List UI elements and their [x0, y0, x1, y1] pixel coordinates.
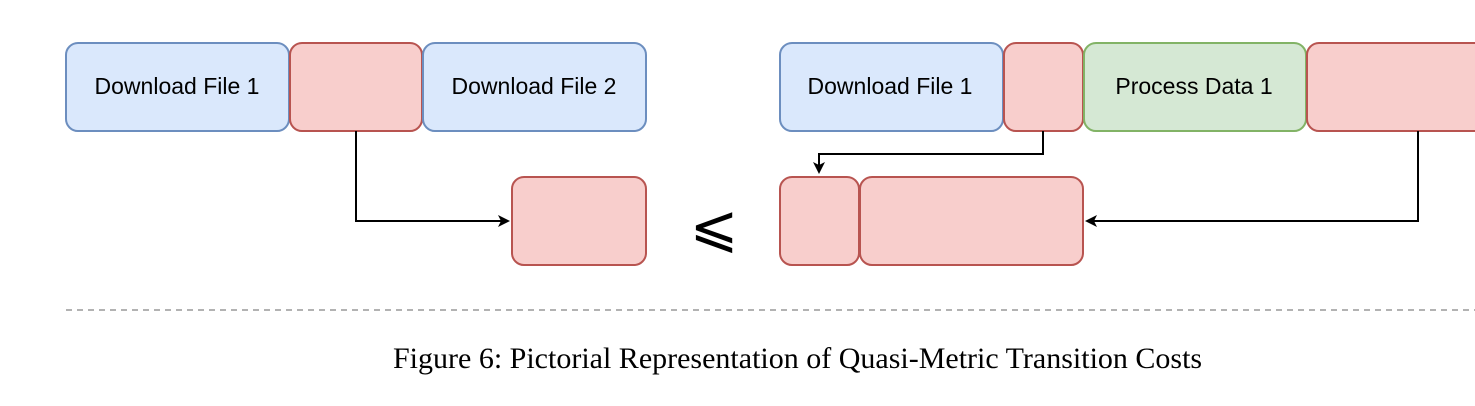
- right-cost-part-1-box: [779, 176, 860, 266]
- left-download-file-2-box: [422, 42, 647, 132]
- left-download-file-2-label: Download File 2: [452, 73, 617, 99]
- left-transition-cost-box: [289, 42, 423, 132]
- right-cost-arrow-1: [813, 131, 1044, 174]
- right-process-data-1-label: Process Data 1: [1115, 73, 1272, 99]
- figure-caption: Figure 6: Pictorial Representation of Qu…: [393, 342, 1203, 375]
- less-than-or-equal-symbol: ⩽: [689, 192, 739, 260]
- right-transition-cost-box-2: [1306, 42, 1475, 132]
- left-download-file-1-label: Download File 1: [95, 73, 260, 99]
- left-total-cost-box: [511, 176, 647, 266]
- right-cost-arrow-2: [1085, 131, 1419, 227]
- right-download-file-1-label: Download File 1: [808, 73, 973, 99]
- left-cost-arrow: [355, 131, 510, 227]
- right-cost-part-2-box: [859, 176, 1084, 266]
- right-transition-cost-box-1: [1003, 42, 1084, 132]
